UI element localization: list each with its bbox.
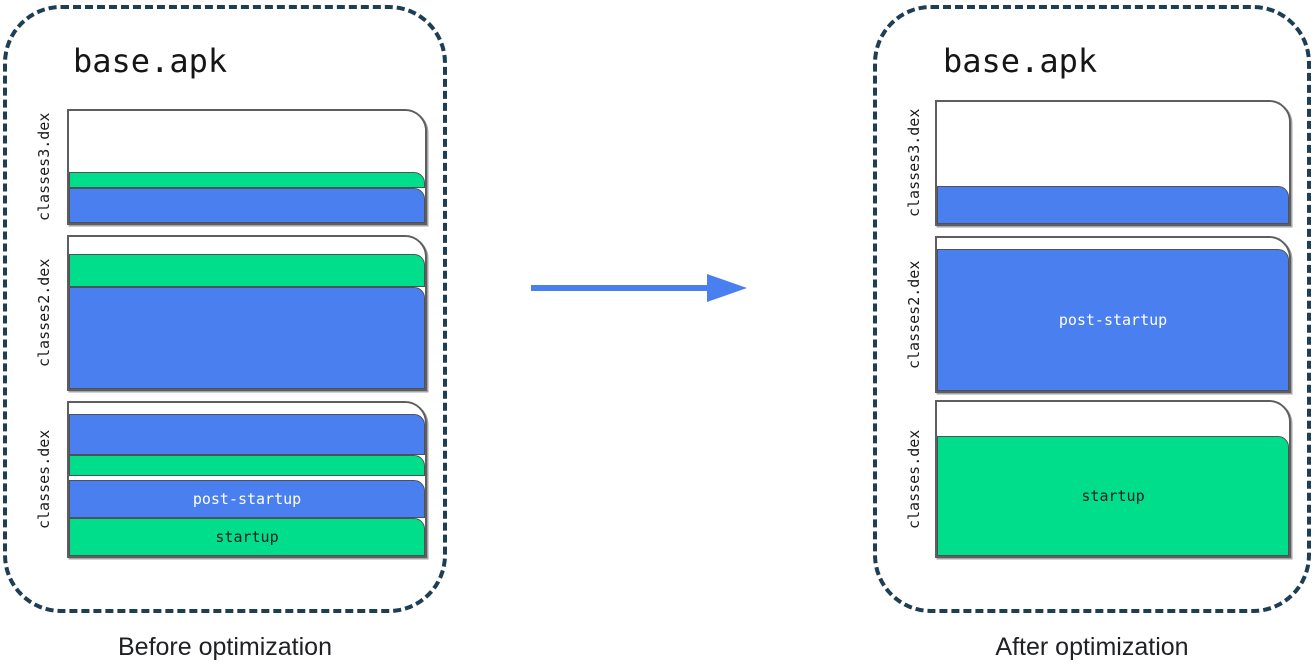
free-segment [937,238,1289,249]
segment-label: startup [215,528,279,546]
segment-label: startup [1081,487,1145,505]
startup-segment [69,172,425,188]
after-panel: base.apk classes3.dex classes2.dex post-st… [873,5,1311,613]
dex-file-name: classes.dex [905,429,923,529]
free-segment [69,111,425,172]
free-segment [69,476,425,480]
file-stack: classes3.dex classes2.dex classes.dex post-… [7,9,443,609]
startup-segment: startup [937,436,1289,556]
dex-file-name: classes3.dex [35,112,53,222]
startup-segment [69,455,425,477]
arrow-right-icon [531,274,747,302]
dex-file: post-startup startup [67,401,427,558]
before-caption: Before optimization [117,633,332,661]
dex-file-name: classes3.dex [905,108,923,218]
post-startup-segment: post-startup [937,249,1289,391]
apk-title: base.apk [73,42,228,80]
startup-segment [69,254,425,287]
dex-file: post-startup [935,236,1291,393]
apk-title: base.apk [943,42,1098,80]
free-segment [69,403,425,415]
free-segment [937,402,1289,436]
dex-file [935,100,1291,226]
segment-label: post-startup [1058,311,1168,329]
startup-segment: startup [69,518,425,556]
post-startup-segment [69,414,425,456]
dex-file-name: classes.dex [35,429,53,530]
free-segment [937,102,1289,186]
post-startup-segment [69,188,425,223]
dex-file [67,109,427,225]
dex-file [67,235,427,391]
after-caption: After optimization [995,633,1189,661]
post-startup-segment [69,287,425,389]
file-stack: classes3.dex classes2.dex post-startup clas… [877,9,1307,609]
dex-file: startup [935,400,1291,558]
segment-label: post-startup [192,490,302,508]
free-segment [69,237,425,254]
post-startup-segment [937,186,1289,224]
post-startup-segment: post-startup [69,480,425,518]
dex-file-name: classes2.dex [905,260,923,369]
dex-file-name: classes2.dex [35,258,53,368]
